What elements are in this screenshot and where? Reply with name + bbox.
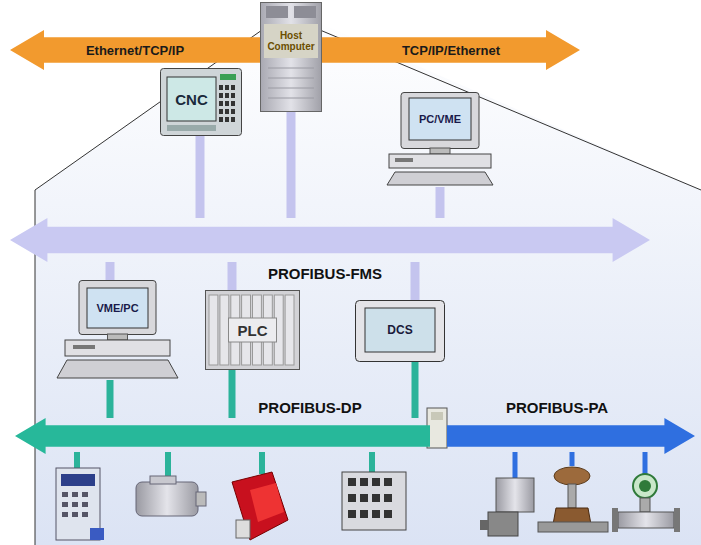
encoder [232, 472, 288, 540]
io-block [342, 472, 406, 530]
screen-text-box: DCS [365, 308, 435, 352]
device-dcs: DCS [355, 300, 445, 362]
bus-label: PROFIBUS-PA [506, 399, 608, 416]
bus-drop-line [196, 136, 205, 218]
bus-band: TCP/IP/Ethernet [322, 30, 580, 70]
plant-outline [35, 30, 262, 545]
dp-pa-coupler [427, 408, 447, 448]
device-plc: PLC [205, 290, 300, 370]
bus-drop-line [106, 262, 115, 280]
device-pcvme: PC/VME [385, 92, 495, 187]
screen-text-box: CNC [167, 77, 216, 121]
plant-outline [320, 30, 701, 190]
motor [136, 476, 206, 516]
device-label: Host Computer [264, 30, 318, 52]
bus-arrow [447, 418, 695, 454]
bus-drop-line [228, 262, 237, 290]
screen-text-box: Host Computer [264, 24, 318, 58]
bus-drop-line [411, 262, 420, 300]
bus-label: TCP/IP/Ethernet [402, 43, 500, 58]
bus-arrow [10, 218, 650, 262]
bus-label-box: TCP/IP/Ethernet [322, 30, 580, 70]
device-cnc: CNC [160, 68, 242, 136]
valve-actuator [480, 478, 534, 536]
device-label: PC/VME [419, 113, 461, 125]
device-label: DCS [387, 323, 412, 337]
bus-band: PROFIBUS-DP [15, 418, 430, 454]
plant-outline-fill [35, 10, 701, 545]
bus-label-box: Ethernet/TCP/IP [10, 30, 260, 70]
control-valve [538, 467, 608, 532]
bus-drop-line [287, 112, 296, 218]
device-vmepc: VME/PC [55, 280, 180, 380]
flowmeter [612, 474, 680, 532]
bus-label: PROFIBUS-FMS [268, 265, 382, 282]
device-drawing [55, 280, 180, 380]
bus-band: PROFIBUS-PA [447, 418, 695, 454]
device-label: CNC [175, 91, 208, 108]
coupler-detail [431, 412, 443, 420]
screen-text-box: VME/PC [87, 288, 148, 328]
screen-text-box: PLC [229, 318, 277, 342]
device-label: PLC [238, 322, 268, 339]
device-drawing [260, 2, 322, 112]
host-computer: Host Computer [260, 2, 322, 112]
bus-band: Ethernet/TCP/IP [10, 30, 260, 70]
bus-drop-line [412, 362, 419, 418]
device-drawing [385, 92, 495, 187]
bus-arrow [15, 418, 430, 454]
bus-drop-line [107, 380, 114, 418]
bus-drop-line [229, 370, 236, 418]
bus-label: Ethernet/TCP/IP [86, 43, 184, 58]
bus-band: PROFIBUS-FMS [10, 218, 650, 262]
device-label: VME/PC [96, 302, 138, 314]
bus-drop-line [436, 187, 445, 218]
dp-drops [77, 452, 372, 482]
bus-label: PROFIBUS-DP [258, 399, 361, 416]
drive-unit [56, 468, 104, 540]
screen-text-box: PC/VME [409, 98, 471, 140]
